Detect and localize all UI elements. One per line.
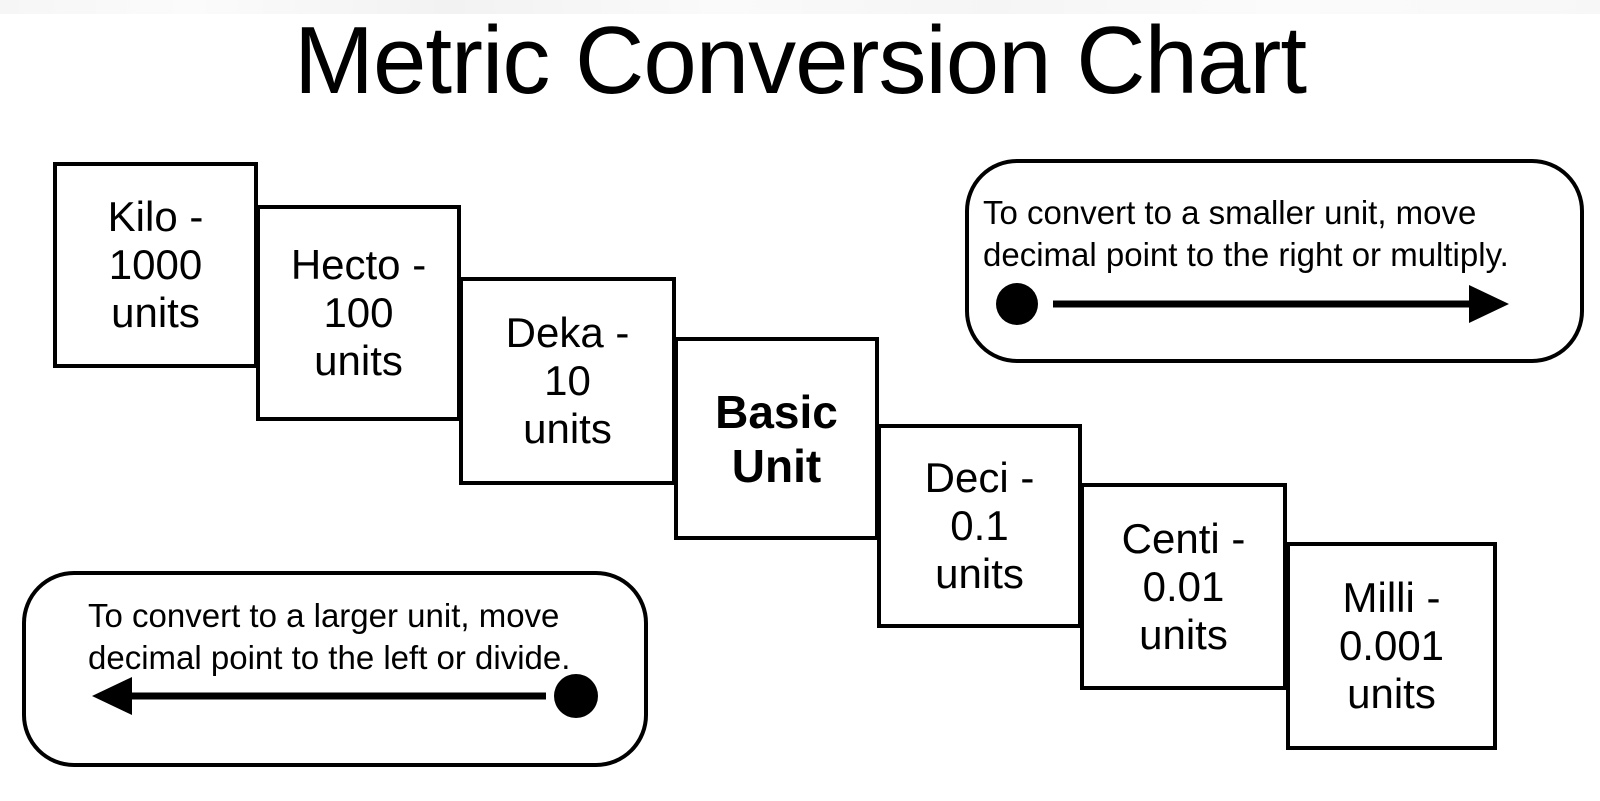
arrow-right-icon	[996, 283, 1509, 325]
step-box-deka: Deka - 10 units	[459, 277, 676, 485]
step-box-hecto: Hecto - 100 units	[256, 205, 461, 421]
decimal-dot-icon	[996, 283, 1038, 325]
decimal-dot-icon	[554, 674, 598, 718]
callout-larger-unit: To convert to a larger unit, move decima…	[22, 571, 648, 767]
step-label-milli: Milli - 0.001 units	[1338, 574, 1445, 717]
step-box-basic-unit: Basic Unit	[674, 337, 879, 540]
step-box-centi: Centi - 0.01 units	[1080, 483, 1287, 690]
step-box-milli: Milli - 0.001 units	[1286, 542, 1497, 750]
step-label-hecto: Hecto - 100 units	[290, 241, 427, 384]
step-label-deci: Deci - 0.1 units	[924, 454, 1035, 597]
step-label-deka: Deka - 10 units	[505, 309, 630, 452]
step-box-kilo: Kilo - 1000 units	[53, 162, 258, 368]
callout-smaller-unit-text: To convert to a smaller unit, move decim…	[983, 194, 1509, 273]
callout-larger-unit-text: To convert to a larger unit, move decima…	[88, 597, 571, 676]
callout-smaller-unit: To convert to a smaller unit, move decim…	[965, 159, 1584, 363]
step-label-basic-unit: Basic Unit	[715, 385, 838, 492]
step-label-centi: Centi - 0.01 units	[1121, 514, 1246, 658]
step-box-deci: Deci - 0.1 units	[877, 424, 1082, 628]
page-title: Metric Conversion Chart	[294, 7, 1307, 114]
arrow-left-icon	[92, 674, 598, 718]
step-label-kilo: Kilo - 1000 units	[107, 193, 204, 336]
